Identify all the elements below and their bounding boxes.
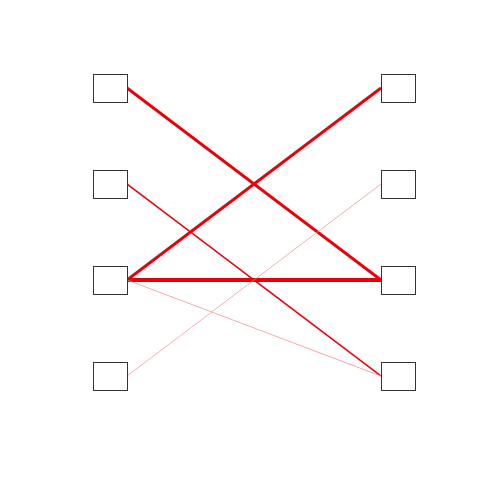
node-r1 bbox=[381, 74, 416, 103]
edges-layer bbox=[126, 86, 382, 377]
node-l3 bbox=[93, 266, 128, 295]
node-r2 bbox=[381, 170, 416, 199]
node-r3 bbox=[381, 266, 416, 295]
edge-l3-r4 bbox=[126, 279, 382, 377]
node-l4 bbox=[93, 362, 128, 391]
node-r4 bbox=[381, 362, 416, 391]
edge-l4-r2 bbox=[126, 183, 382, 377]
nodes-layer bbox=[93, 74, 416, 391]
edge-l3-r1 bbox=[126, 86, 382, 282]
node-l1 bbox=[93, 74, 128, 103]
node-l2 bbox=[93, 170, 128, 199]
